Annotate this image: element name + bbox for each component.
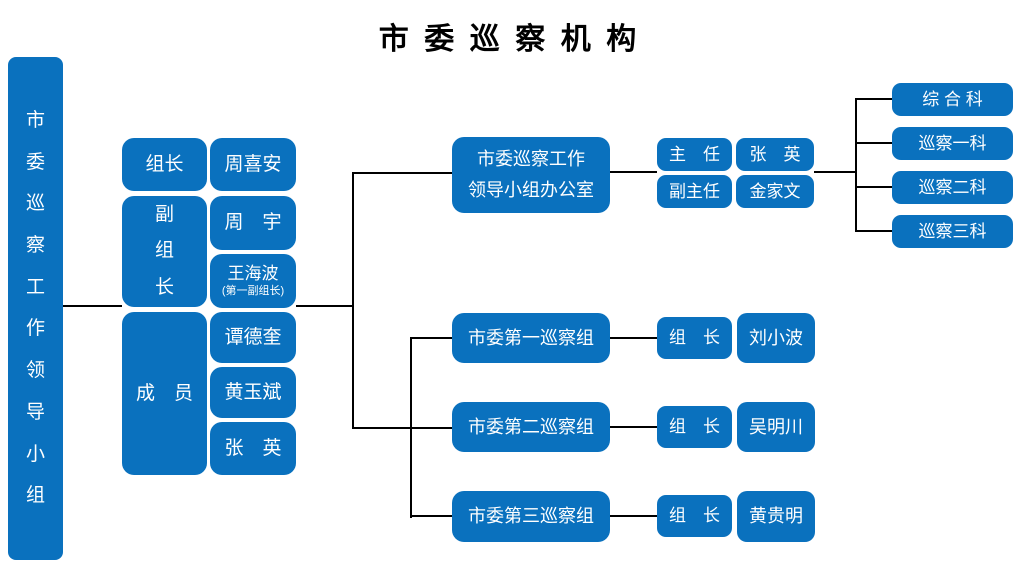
team-box: 市委第二巡察组 bbox=[452, 402, 610, 452]
connector-line bbox=[352, 427, 452, 429]
connector-line bbox=[855, 98, 892, 100]
team-leader-label-box: 组 长 bbox=[657, 495, 732, 537]
connector-line bbox=[855, 142, 892, 144]
department-box: 巡察三科 bbox=[892, 215, 1013, 248]
deputy-label-char: 副 bbox=[154, 204, 174, 226]
member-name-box: 谭德奎 bbox=[210, 312, 296, 363]
deputy-name-note: (第一副组长) bbox=[221, 284, 285, 297]
deputy-director-name-box: 金家文 bbox=[736, 175, 814, 208]
connector-line bbox=[352, 172, 354, 429]
connector-line bbox=[63, 305, 122, 307]
page-title: 市 委 巡 察 机 构 bbox=[378, 23, 641, 56]
director-label-box: 主 任 bbox=[657, 138, 732, 171]
connector-line bbox=[855, 186, 892, 188]
department-box: 综 合 科 bbox=[892, 83, 1013, 116]
connector-line bbox=[610, 171, 657, 173]
leading-group-char: 组 bbox=[25, 485, 45, 507]
team-leader-name-box: 吴明川 bbox=[737, 402, 815, 452]
team-leader-label-box: 组 长 bbox=[657, 317, 732, 359]
leader-name-box: 周喜安 bbox=[210, 138, 296, 191]
connector-line bbox=[410, 337, 412, 518]
leading-group-char: 巡 bbox=[25, 193, 45, 215]
connector-line bbox=[610, 337, 657, 339]
director-name-box: 张 英 bbox=[736, 138, 814, 171]
team-leader-name-box: 黄贵明 bbox=[737, 491, 815, 542]
leading-group-char: 作 bbox=[25, 318, 45, 340]
deputy-name: 王海波 bbox=[227, 264, 279, 284]
member-label-box: 成 员 bbox=[122, 312, 207, 475]
deputy-name-box: 周 宇 bbox=[210, 196, 296, 250]
department-box: 巡察一科 bbox=[892, 127, 1013, 160]
deputy-label-char: 组 bbox=[154, 240, 174, 262]
team-leader-name-box: 刘小波 bbox=[737, 313, 815, 363]
member-name-box: 张 英 bbox=[210, 422, 296, 475]
office-name-line1: 市委巡察工作 bbox=[477, 148, 585, 169]
leading-group-char: 工 bbox=[25, 276, 45, 298]
leading-group-char: 小 bbox=[25, 443, 45, 465]
team-leader-label-box: 组 长 bbox=[657, 406, 732, 448]
leading-group-char: 市 bbox=[25, 109, 45, 131]
department-box: 巡察二科 bbox=[892, 171, 1013, 204]
connector-line bbox=[855, 230, 892, 232]
deputy-name-box: 王海波 (第一副组长) bbox=[210, 254, 296, 308]
leading-group-char: 领 bbox=[25, 360, 45, 382]
team-box: 市委第一巡察组 bbox=[452, 313, 610, 363]
office-name-line2: 领导小组办公室 bbox=[468, 180, 594, 200]
connector-line bbox=[352, 172, 452, 174]
leading-group-char: 委 bbox=[25, 151, 45, 173]
connector-line bbox=[610, 426, 657, 428]
leader-label-box: 组长 bbox=[122, 138, 207, 191]
office-box: 市委巡察工作 领导小组办公室 bbox=[452, 137, 610, 213]
leading-group-char: 导 bbox=[25, 401, 45, 423]
connector-line bbox=[814, 171, 856, 173]
member-name-box: 黄玉斌 bbox=[210, 367, 296, 418]
leading-group-box: 市 委 巡 察 工 作 领 导 小 组 bbox=[8, 57, 63, 560]
deputy-label-char: 长 bbox=[154, 276, 174, 298]
connector-line bbox=[296, 305, 353, 307]
connector-line bbox=[410, 515, 452, 517]
leading-group-char: 察 bbox=[25, 235, 45, 257]
connector-line bbox=[410, 337, 452, 339]
deputy-leader-label-box: 副 组 长 bbox=[122, 196, 207, 307]
connector-line bbox=[610, 515, 657, 517]
deputy-director-label-box: 副主任 bbox=[657, 175, 732, 208]
team-box: 市委第三巡察组 bbox=[452, 491, 610, 542]
connector-line bbox=[855, 98, 857, 232]
